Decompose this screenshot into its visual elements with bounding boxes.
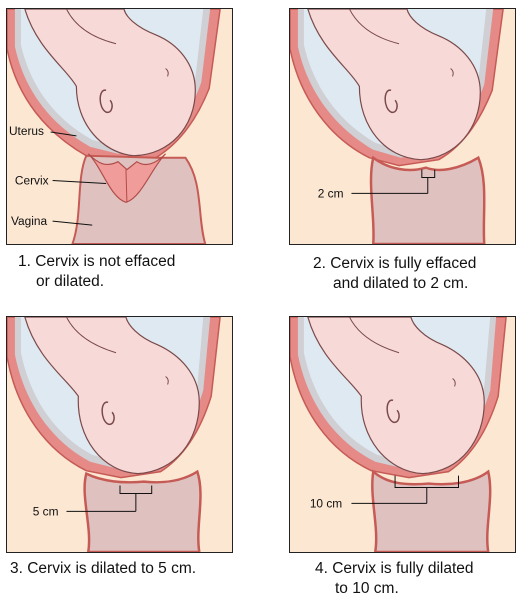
caption-line: to 10 cm. xyxy=(335,580,399,597)
label-vagina: Vagina xyxy=(11,214,47,228)
caption-stage-4: 4. Cervix is fully dilated to 10 cm. xyxy=(315,559,522,599)
label-measure-10cm: 10 cm xyxy=(310,496,342,510)
caption-line: 3. Cervix is dilated to 5 cm. xyxy=(10,560,197,577)
caption-stage-3: 3. Cervix is dilated to 5 cm. xyxy=(10,559,280,579)
label-measure-5cm: 5 cm xyxy=(33,504,59,518)
caption-line: 1. Cervix is not effaced xyxy=(18,253,176,270)
cervix-illustration-1: Uterus Cervix Vagina xyxy=(7,9,232,244)
cervix-illustration-2: 2 cm xyxy=(290,9,515,244)
panel-stage-3: 5 cm xyxy=(6,316,233,553)
caption-line: or dilated. xyxy=(36,273,105,290)
caption-line: and dilated to 2 cm. xyxy=(333,275,469,292)
label-cervix: Cervix xyxy=(15,173,49,187)
caption-line: 2. Cervix is fully effaced xyxy=(313,255,477,272)
label-measure-2cm: 2 cm xyxy=(318,186,344,200)
cervix-illustration-4: 10 cm xyxy=(290,317,515,552)
caption-stage-1: 1. Cervix is not effaced or dilated. xyxy=(18,252,268,292)
caption-stage-2: 2. Cervix is fully effaced and dilated t… xyxy=(313,254,522,294)
cervix-illustration-3: 5 cm xyxy=(7,317,232,552)
label-uterus: Uterus xyxy=(9,124,44,138)
panel-stage-1: Uterus Cervix Vagina xyxy=(6,8,233,245)
caption-line: 4. Cervix is fully dilated xyxy=(315,560,474,577)
panel-stage-2: 2 cm xyxy=(289,8,516,245)
panel-stage-4: 10 cm xyxy=(289,316,516,553)
